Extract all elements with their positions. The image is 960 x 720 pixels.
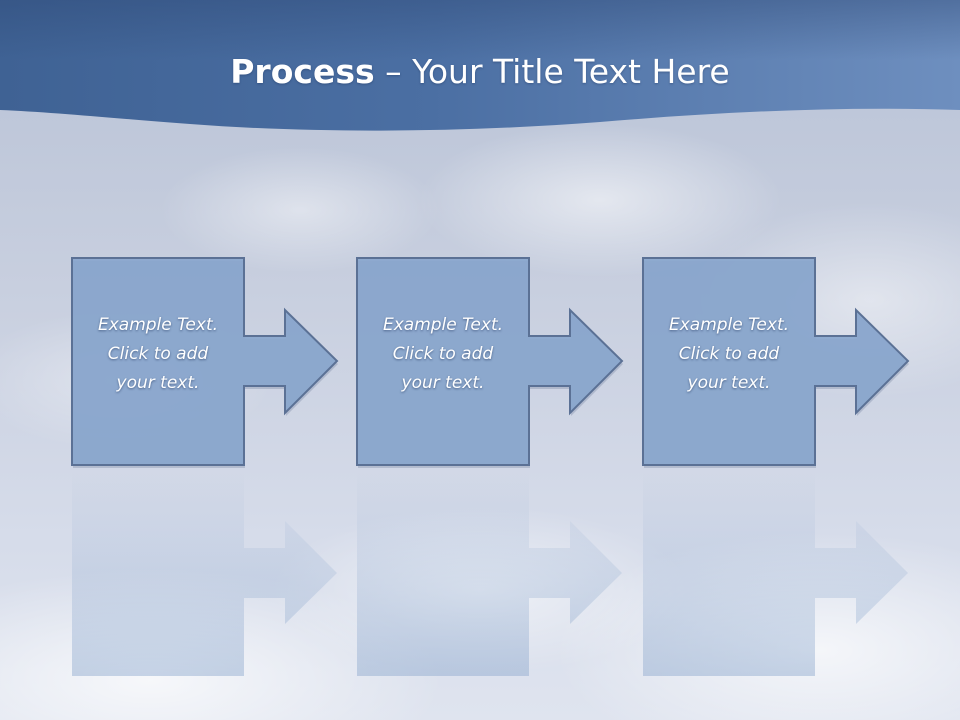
step-text-2[interactable]: Example Text. Click to add your text. <box>358 311 528 398</box>
step-text-line: Example Text. <box>382 315 504 335</box>
step-text-line: your text. <box>116 373 200 393</box>
step-reflection <box>643 469 908 676</box>
step-text-1[interactable]: Example Text. Click to add your text. <box>73 311 243 398</box>
step-box-arrow[interactable] <box>642 257 910 466</box>
process-step-2[interactable] <box>356 257 624 676</box>
step-box-arrow[interactable] <box>71 257 339 466</box>
header-band <box>0 0 960 131</box>
page-title: Process – Your Title Text Here <box>0 52 960 91</box>
header-shade <box>0 0 960 60</box>
title-rest: – Your Title Text Here <box>374 52 730 91</box>
process-step-3[interactable] <box>642 257 910 676</box>
step-reflection <box>357 469 622 676</box>
step-text-line: Click to add <box>678 344 780 364</box>
step-box-arrow[interactable] <box>356 257 624 466</box>
step-text-line: your text. <box>401 373 485 393</box>
step-text-line: Example Text. <box>668 315 790 335</box>
title-bold: Process <box>230 52 375 91</box>
step-text-line: your text. <box>687 373 771 393</box>
step-text-3[interactable]: Example Text. Click to add your text. <box>644 311 814 398</box>
process-step-1[interactable] <box>71 257 339 676</box>
step-text-line: Click to add <box>107 344 209 364</box>
step-text-line: Example Text. <box>97 315 219 335</box>
step-text-line: Click to add <box>392 344 494 364</box>
step-reflection <box>72 469 337 676</box>
